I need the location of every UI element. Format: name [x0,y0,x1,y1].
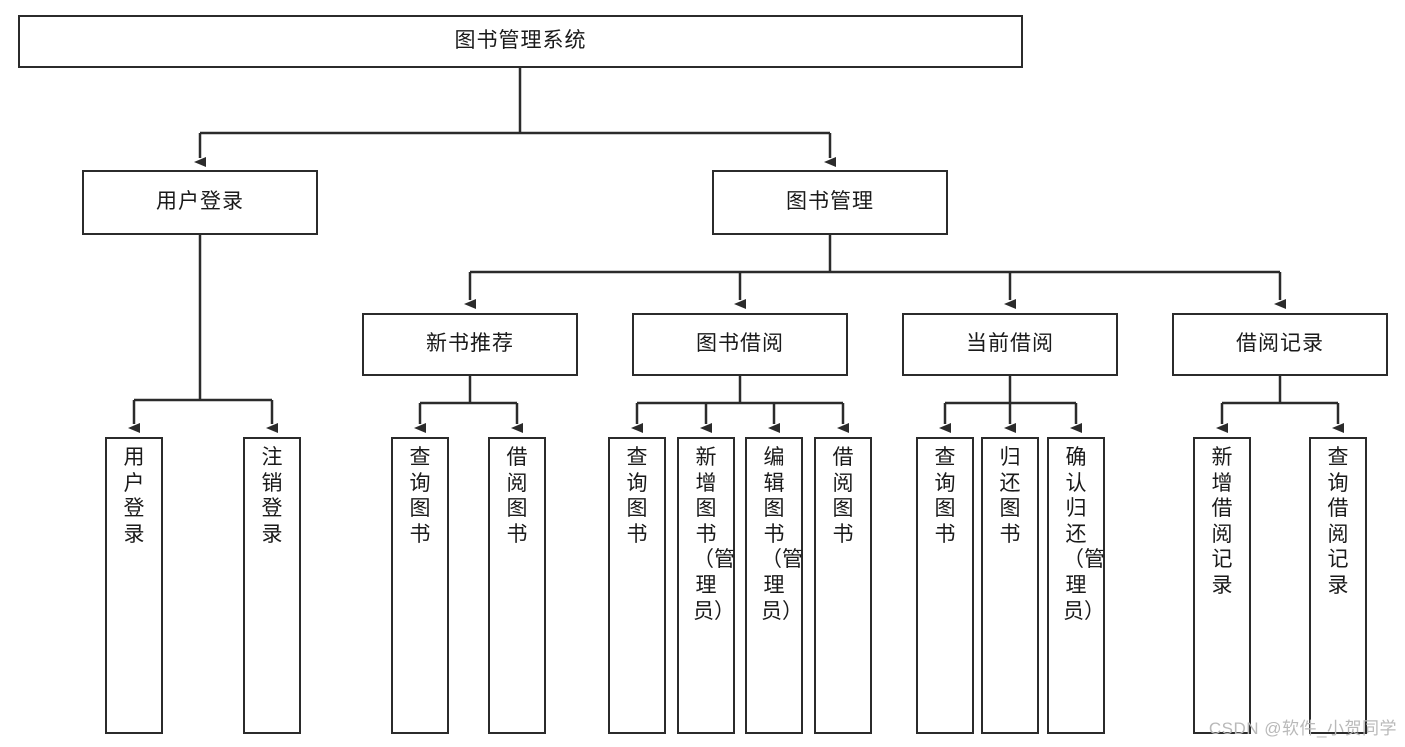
node-leaf-logout[interactable]: 注销登录 [243,437,301,734]
node-label: 图书管理 [786,190,874,214]
node-label: 借阅图书 [832,446,854,546]
node-label: 当前借阅 [966,332,1054,356]
node-leaf-add-borrow-record[interactable]: 新增借阅记录 [1193,437,1251,734]
node-book-management[interactable]: 图书管理 [712,170,948,235]
node-label: 图书借阅 [696,332,784,356]
node-root-book-management-system[interactable]: 图书管理系统 [18,15,1023,68]
node-leaf-query-book-current[interactable]: 查询图书 [916,437,974,734]
node-label: 归还图书 [999,446,1021,546]
node-label: 新书推荐 [426,332,514,356]
node-label: 用户登录 [123,446,145,546]
node-user-login[interactable]: 用户登录 [82,170,318,235]
node-leaf-query-book-recommend[interactable]: 查询图书 [391,437,449,734]
node-label: 查询图书 [409,446,431,546]
node-label: 查询借阅记录 [1327,446,1349,598]
node-current-borrow[interactable]: 当前借阅 [902,313,1118,376]
node-borrow-record[interactable]: 借阅记录 [1172,313,1388,376]
node-leaf-borrow-book[interactable]: 借阅图书 [814,437,872,734]
node-label: 借阅记录 [1236,332,1324,356]
node-label: 查询图书 [626,446,648,546]
node-leaf-user-login[interactable]: 用户登录 [105,437,163,734]
node-leaf-query-borrow-record[interactable]: 查询借阅记录 [1309,437,1367,734]
node-label: 图书管理系统 [454,29,587,53]
node-label: 新增借阅记录 [1211,446,1233,598]
node-new-book-recommend[interactable]: 新书推荐 [362,313,578,376]
node-leaf-query-book-borrow[interactable]: 查询图书 [608,437,666,734]
node-label: 借阅图书 [506,446,528,546]
node-label: 用户登录 [156,190,244,214]
watermark: CSDN @软件_小贺同学 [1208,719,1397,738]
node-leaf-borrow-book-recommend[interactable]: 借阅图书 [488,437,546,734]
node-label: 注销登录 [261,446,283,546]
node-leaf-edit-book-admin[interactable]: 编辑图书（管理员） [745,437,803,734]
node-leaf-confirm-return-admin[interactable]: 确认归还（管理员） [1047,437,1105,734]
node-label: 查询图书 [934,446,956,546]
node-label: 编辑图书（管理员） [761,446,803,623]
node-label: 新增图书（管理员） [693,446,735,623]
node-book-borrow[interactable]: 图书借阅 [632,313,848,376]
node-leaf-return-book[interactable]: 归还图书 [981,437,1039,734]
node-label: 确认归还（管理员） [1063,446,1105,623]
node-leaf-add-book-admin[interactable]: 新增图书（管理员） [677,437,735,734]
